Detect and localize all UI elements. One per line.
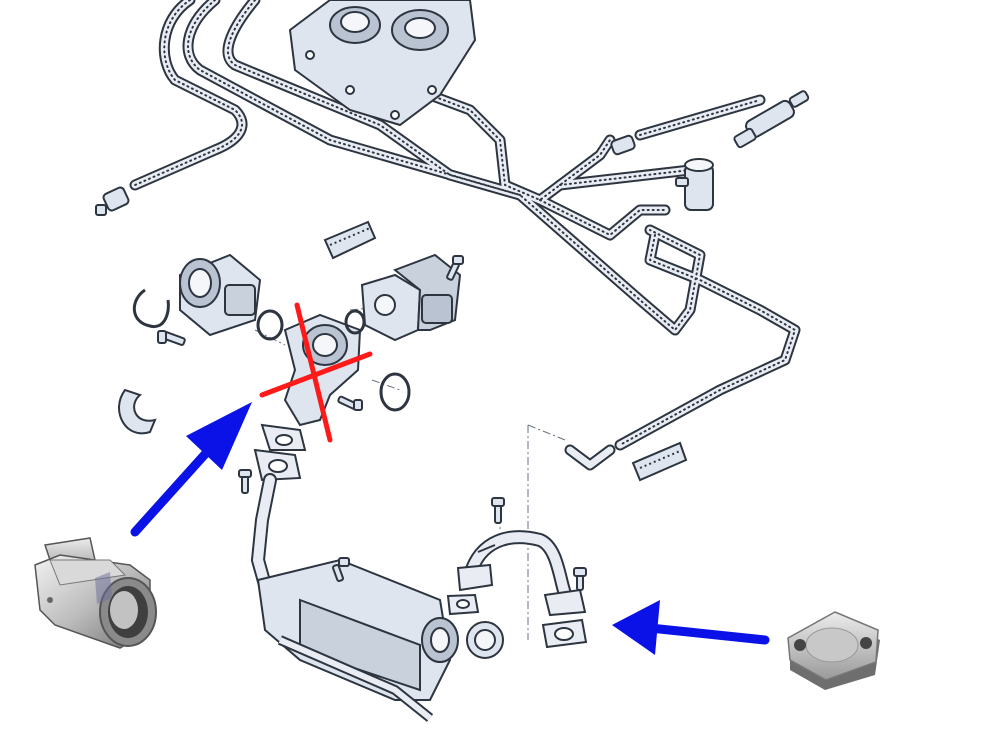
- bolt-top-right: [446, 255, 464, 281]
- vacuum-reservoir: [675, 158, 714, 211]
- vacuum-fitting-left: [95, 186, 130, 216]
- o-ring-large: [379, 372, 411, 412]
- bolt-cooler: [332, 557, 350, 582]
- arrow-left: [130, 402, 252, 537]
- egr-delete-pipe-photo: [34, 537, 157, 649]
- egr-blanking-plate-photo: [787, 611, 880, 690]
- egr-cooler-flange-gasket: [541, 618, 588, 649]
- egr-cooler: [256, 558, 504, 722]
- egr-gaskets-upper: [253, 423, 307, 482]
- o-ring-egr: [344, 309, 366, 335]
- o-ring-small: [256, 309, 284, 341]
- vacuum-hose-network: [129, 0, 801, 471]
- egr-valve: [360, 253, 462, 342]
- bolt-middle: [337, 395, 363, 411]
- egr-return-pipe: [463, 530, 575, 607]
- hose-clamp: [118, 388, 157, 435]
- return-pipe-flanges: [446, 563, 587, 617]
- heat-shield-top: [323, 220, 377, 260]
- vacuum-fitting-center: [610, 134, 636, 156]
- bolt-lower-left: [238, 469, 252, 494]
- crossout-mark: [259, 302, 373, 443]
- arrow-right: [612, 600, 770, 655]
- wire-clip: [132, 288, 170, 329]
- bolt-return-pipe: [491, 497, 505, 524]
- heat-shield-bottom: [631, 441, 688, 482]
- bolt-right: [573, 567, 587, 591]
- engine-cover: [288, 0, 477, 127]
- vacuum-connector-right: [733, 90, 810, 149]
- throttle-body: [179, 253, 262, 337]
- bolt-left: [157, 330, 186, 346]
